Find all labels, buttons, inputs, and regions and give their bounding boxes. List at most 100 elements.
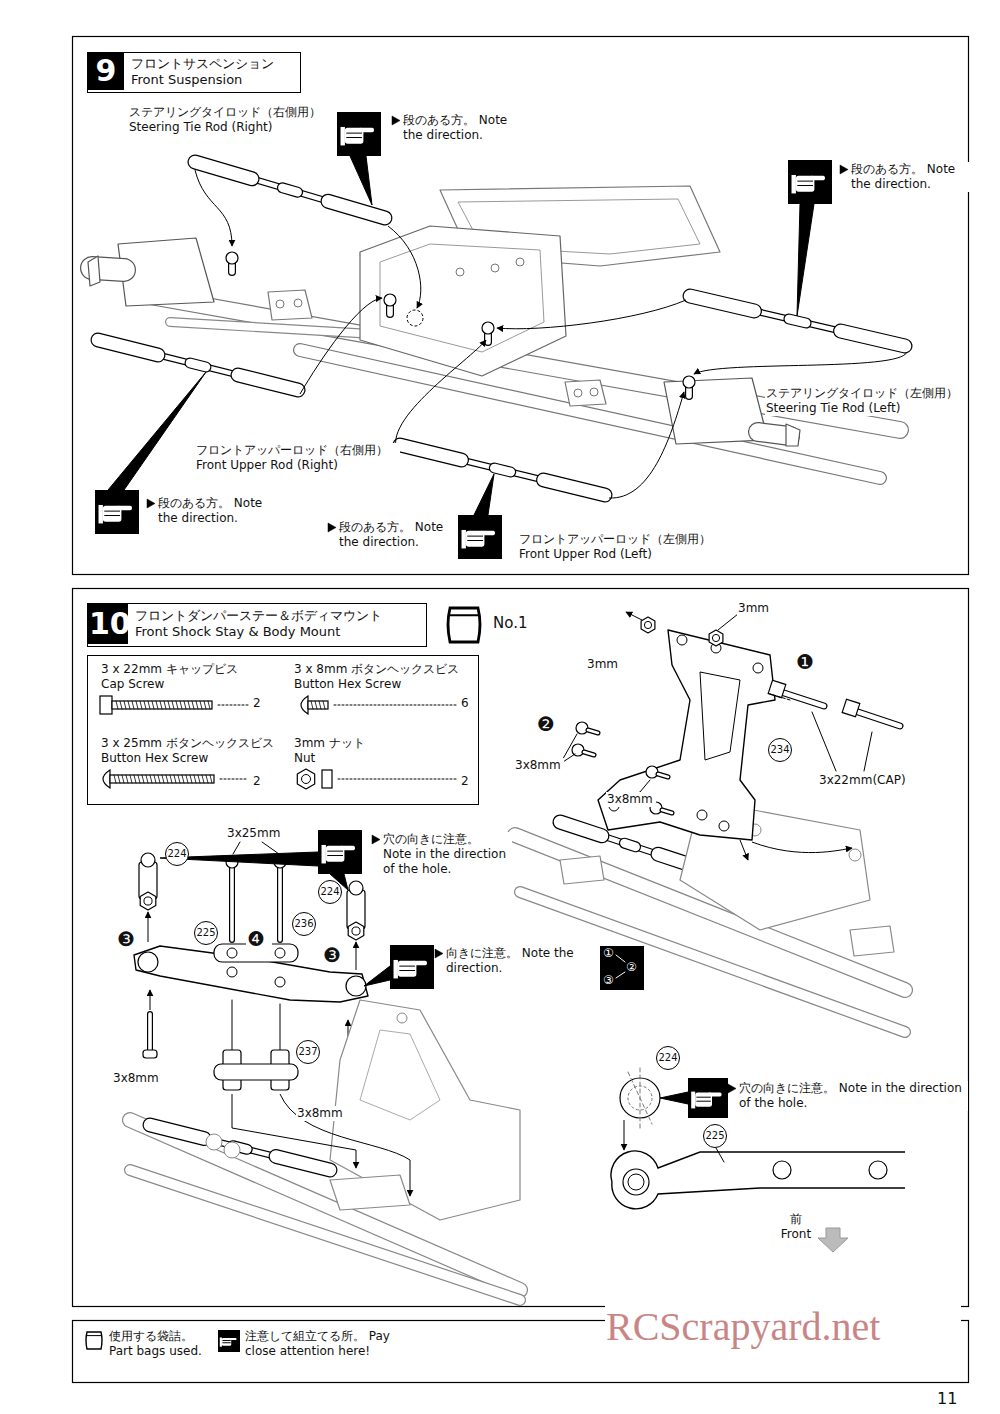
parts-list-art [112, 701, 212, 709]
note-text: 向きに注意。 Note the direction. [445, 946, 575, 976]
chassis-illustration [380, 244, 544, 352]
shock-stay [812, 712, 836, 771]
part-count: 2 [252, 696, 266, 711]
caution-icon [220, 1337, 222, 1346]
parts-list-art [202, 775, 204, 783]
caution-icon [347, 137, 362, 138]
dimension: 3x8mm [296, 1106, 346, 1121]
caution-icon [117, 506, 132, 510]
caution-icon [798, 185, 813, 186]
rod-part [400, 445, 605, 495]
shock-stay [662, 810, 672, 813]
parts-list-art [186, 775, 188, 783]
pointer-wedge [350, 156, 372, 205]
legend-text: 使用する袋詰。 Part bags used. [108, 1329, 216, 1359]
legend-icon [86, 1332, 102, 1349]
caution-icon [105, 515, 120, 516]
step-title: フロントダンパーステー＆ボディマウント Front Shock Stay & B… [134, 608, 398, 640]
part-name: フロントアッパーロッド（左側用） Front Upper Rod (Left) [518, 532, 728, 562]
parts-list-art [122, 775, 124, 783]
pointer-wedge [474, 474, 494, 515]
page-number: 11 [936, 1390, 966, 1408]
parts-list-art [182, 775, 184, 783]
shock-stay [719, 821, 729, 831]
rod-part [400, 445, 462, 460]
note-arrow [392, 116, 400, 125]
callout-number: 225 [194, 921, 218, 945]
shock-stay [770, 694, 790, 700]
parts-list-art [100, 696, 112, 714]
shock-stay [584, 752, 594, 755]
parts-list-art [118, 775, 120, 783]
assembly-arrow [694, 352, 907, 374]
body-mount-parts [233, 842, 240, 854]
body-mount-parts [232, 1000, 233, 1052]
step-order-number: ❶ [795, 651, 821, 673]
parts-list-art [110, 775, 214, 783]
rod-part [98, 162, 905, 495]
rod-part [282, 188, 297, 192]
panel-frame [73, 37, 969, 1383]
rod-part [98, 340, 158, 355]
detail-view [612, 1182, 905, 1209]
chassis-illustration [482, 322, 494, 334]
shock-stay [640, 780, 650, 792]
note-arrow [840, 165, 848, 174]
parts-list-art [315, 701, 317, 709]
parts-list-art [190, 775, 192, 783]
parts-list: 3 x 22mm キャップビス Cap Screw23 x 8mm ボタンヘック… [87, 655, 479, 805]
rod-part [690, 296, 755, 311]
callout-number: 237 [296, 1040, 320, 1064]
chassis-illustration [520, 892, 905, 1032]
order-number: ② [625, 961, 641, 974]
parts-list-art [176, 701, 178, 709]
pointer-wedge [474, 474, 494, 515]
parts-list-art [156, 701, 158, 709]
part-bag-tag-art [448, 608, 480, 642]
detail-view [623, 1169, 649, 1195]
body-mount-parts [352, 927, 360, 935]
body-mount-parts [148, 912, 149, 942]
shock-stay [576, 722, 588, 734]
shock-stay [712, 634, 719, 641]
caution-icon [412, 961, 427, 965]
parts-list-art [116, 701, 118, 709]
shock-stay [560, 612, 900, 860]
parts-list-art [208, 701, 210, 709]
note-arrow [435, 949, 443, 958]
parts-list-art [194, 775, 196, 783]
rod-part [494, 468, 510, 472]
shock-stay [658, 774, 668, 777]
detail-view [818, 1228, 848, 1252]
parts-list-art [158, 775, 160, 783]
parts-list-art [297, 769, 314, 789]
parts-list-art [162, 775, 164, 783]
rod-part [190, 363, 206, 367]
parts-list-art [308, 701, 328, 709]
parts-list-art [166, 775, 168, 783]
chassis-illustration [360, 226, 566, 376]
order-mark: ①②③ [600, 946, 644, 990]
chassis-illustration [232, 1094, 356, 1168]
caution-icon [347, 133, 362, 134]
detail-view [869, 1161, 887, 1179]
parts-list-art [192, 701, 194, 709]
parts-list-art [196, 701, 198, 709]
body-mount-parts [230, 866, 234, 940]
pointer-wedge [364, 966, 390, 986]
part-spec: 3 x 25mm ボタンヘックスビス Button Hex Screw [100, 736, 290, 766]
chassis-illustration [574, 389, 582, 397]
shock-stay [658, 774, 668, 777]
part-name: フロントアッパーロッド（右側用） Front Upper Rod (Right) [195, 443, 400, 473]
parts-list-art [134, 775, 136, 783]
body-mount-parts [214, 1064, 298, 1080]
caution-icon [318, 830, 362, 874]
shock-stay [646, 766, 658, 778]
assembly-arrow [388, 226, 421, 308]
body-mount-parts [148, 1014, 152, 1050]
parts-list-art [301, 696, 308, 714]
parts-list-art [103, 770, 110, 788]
shock-stay [740, 840, 748, 860]
assembly-arrow [396, 340, 486, 452]
parts-list-art [128, 701, 130, 709]
